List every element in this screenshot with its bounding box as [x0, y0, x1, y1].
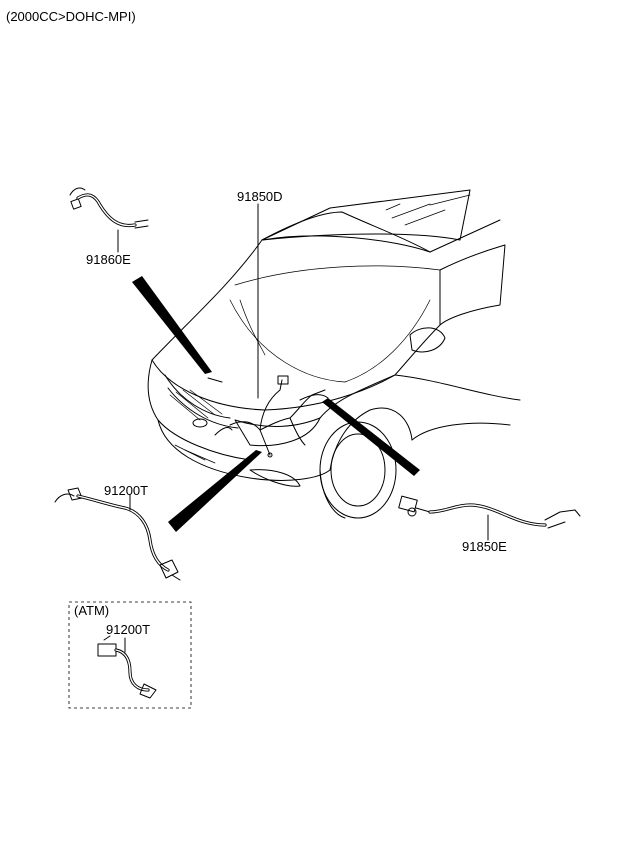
label-91850E: 91850E	[462, 539, 507, 554]
engine-spec-title: (2000CC>DOHC-MPI)	[6, 9, 136, 24]
pointer-wedges	[132, 276, 420, 532]
label-91850D: 91850D	[237, 189, 283, 204]
cable-91850E	[398, 495, 581, 541]
cable-91200T	[54, 487, 181, 581]
label-91860E: 91860E	[86, 252, 131, 267]
label-atm: (ATM)	[74, 603, 110, 618]
atm-box	[68, 601, 192, 709]
harness-91850D	[207, 203, 329, 458]
label-atm-91200T: 91200T	[106, 622, 151, 637]
cable-91860E	[69, 187, 149, 253]
cable-atm-91200T	[97, 635, 157, 699]
vehicle-illustration	[147, 189, 521, 519]
label-91200T: 91200T	[104, 483, 149, 498]
